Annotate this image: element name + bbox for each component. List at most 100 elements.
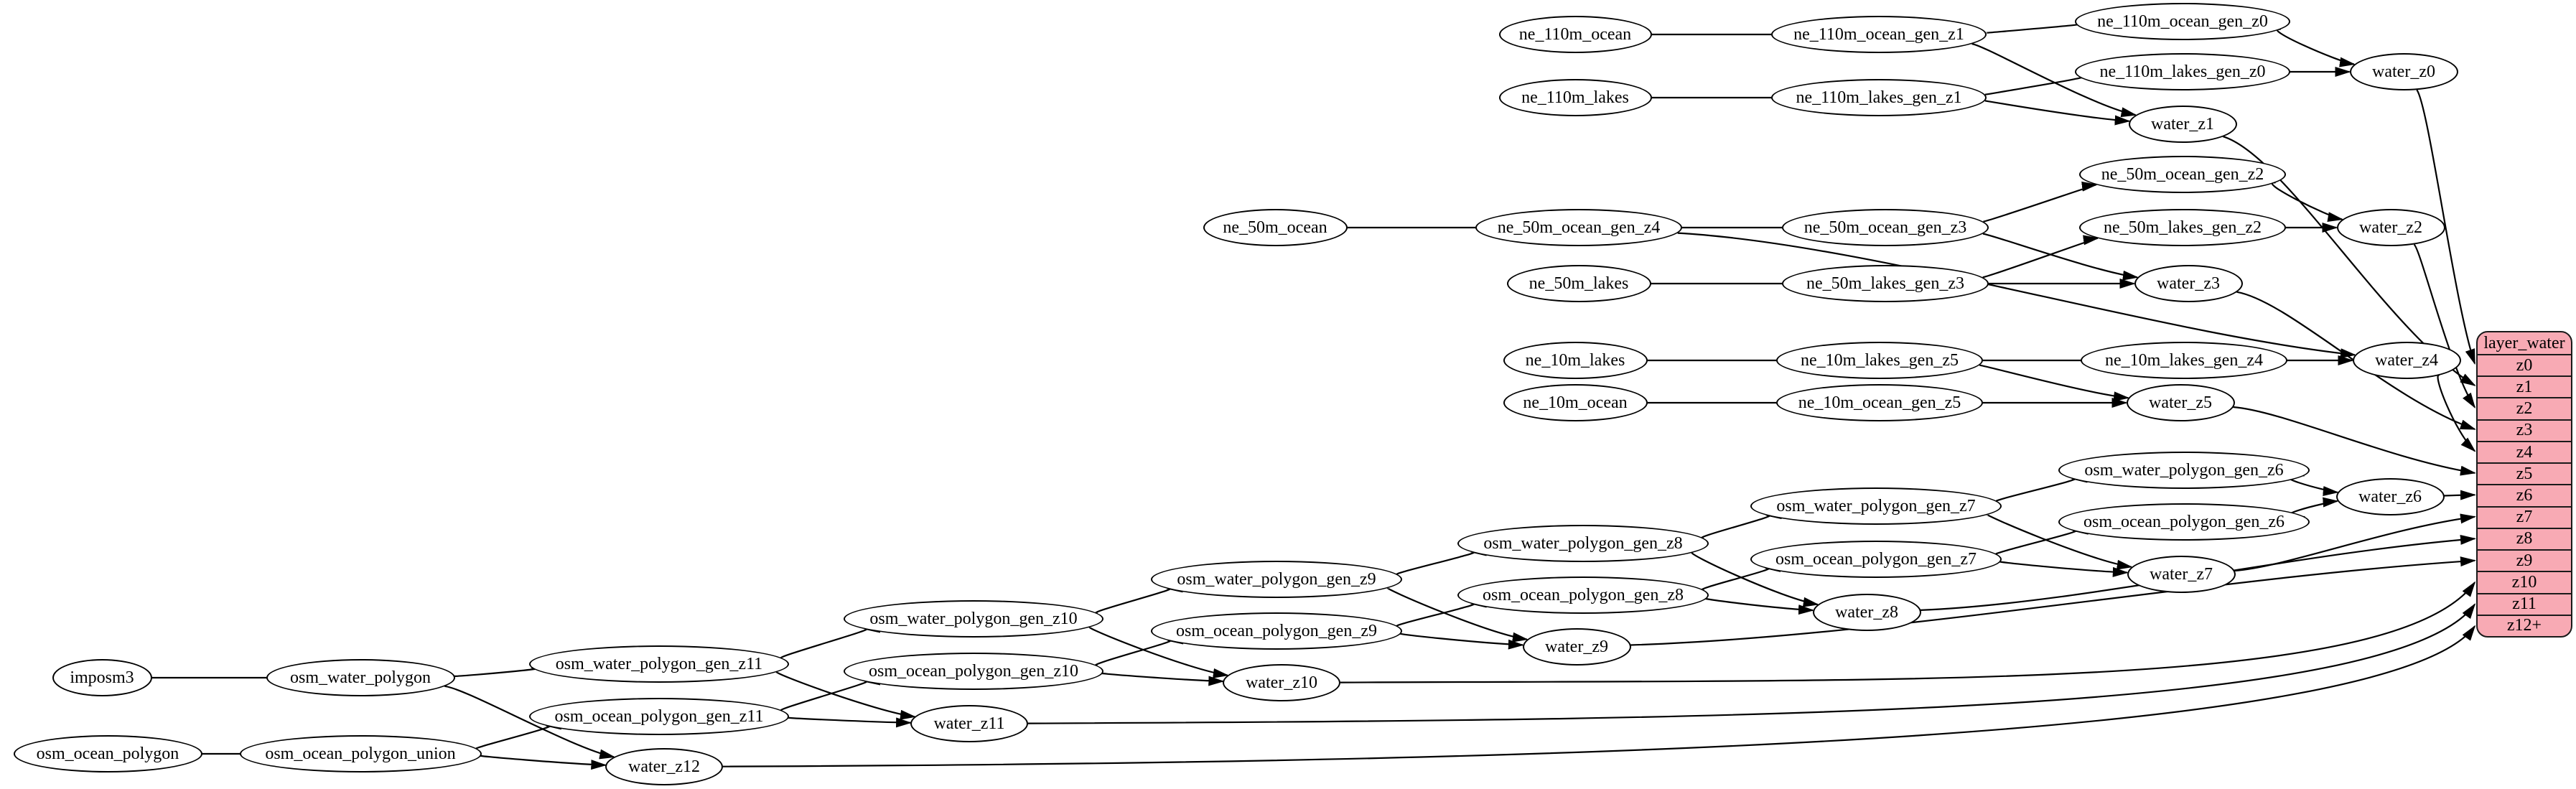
- graph-node-osm_water_polygon_gen_z11: osm_water_polygon_gen_z11: [529, 645, 789, 683]
- edge-osm_water_polygon_gen_z9-to-osm_water_polygon_gen_z8: [1396, 546, 1487, 576]
- graph-node-water_z12: water_z12: [605, 748, 723, 785]
- edge-osm_water_polygon_gen_z7-to-osm_water_polygon_gen_z6: [1995, 472, 2088, 503]
- edge-osm_ocean_polygon_gen_z7-to-osm_ocean_polygon_gen_z6: [1994, 524, 2089, 556]
- edge-ne_110m_ocean_gen_z1-to-water_z1: [1971, 43, 2137, 118]
- graph-node-ne_10m_ocean_gen_z5: ne_10m_ocean_gen_z5: [1776, 384, 1983, 421]
- edge-ne_50m_ocean_gen_z3-to-water_z3: [1982, 233, 2139, 281]
- graph-node-ne_50m_lakes: ne_50m_lakes: [1506, 265, 1651, 302]
- graph-node-osm_water_polygon_gen_z8: osm_water_polygon_gen_z8: [1457, 525, 1709, 562]
- graph-node-ne_110m_lakes_gen_z1: ne_110m_lakes_gen_z1: [1771, 79, 1987, 116]
- graph-node-osm_water_polygon_gen_z6: osm_water_polygon_gen_z6: [2058, 452, 2310, 489]
- graph-node-water_z6: water_z6: [2335, 478, 2445, 515]
- graph-node-osm_ocean_polygon_gen_z7: osm_ocean_polygon_gen_z7: [1750, 541, 2002, 578]
- graph-node-water_z3: water_z3: [2134, 265, 2243, 302]
- edge-water_z12-to-layer_water-z12+: [722, 625, 2476, 767]
- graph-node-osm_water_polygon: osm_water_polygon: [266, 659, 455, 696]
- graph-node-osm_ocean_polygon_gen_z9: osm_ocean_polygon_gen_z9: [1151, 612, 1402, 650]
- edge-water_z3-to-layer_water-z3: [2236, 291, 2476, 430]
- edge-ne_110m_lakes_gen_z1-to-water_z1: [1984, 100, 2131, 126]
- graph-node-imposm3: imposm3: [52, 659, 152, 696]
- graph-node-water_z8: water_z8: [1812, 594, 1921, 631]
- graph-node-osm_water_polygon_gen_z9: osm_water_polygon_gen_z9: [1151, 561, 1402, 598]
- edge-osm_water_polygon-to-osm_water_polygon_gen_z11: [454, 662, 547, 677]
- edge-osm_water_polygon_gen_z10-to-osm_water_polygon_gen_z9: [1094, 582, 1183, 615]
- edge-water_z0-to-layer_water-z0: [2416, 89, 2476, 365]
- graph-node-osm_ocean_polygon_gen_z11: osm_ocean_polygon_gen_z11: [529, 698, 789, 735]
- table-row-z8: z8: [2478, 527, 2571, 549]
- graph-node-ne_110m_ocean: ne_110m_ocean: [1498, 16, 1652, 53]
- edge-osm_ocean_polygon_gen_z9-to-osm_ocean_polygon_gen_z8: [1396, 597, 1487, 627]
- graph-node-ne_110m_lakes: ne_110m_lakes: [1498, 79, 1652, 116]
- table-row-z0: z0: [2478, 354, 2571, 375]
- table-row-z2: z2: [2478, 397, 2571, 419]
- edge-osm_ocean_polygon_gen_z11-to-osm_ocean_polygon_gen_z10: [780, 675, 881, 711]
- edge-ne_110m_ocean_gen_z1-to-ne_110m_ocean_gen_z0: [1985, 19, 2091, 34]
- graph-node-water_z0: water_z0: [2349, 53, 2458, 90]
- edge-ne_50m_lakes_gen_z3-to-ne_50m_lakes_gen_z2: [1982, 235, 2099, 279]
- edge-ne_50m_ocean_gen_z4-to-water_z4: [1677, 232, 2356, 359]
- graph-node-water_z7: water_z7: [2127, 556, 2236, 593]
- edge-osm_ocean_polygon_gen_z7-to-water_z7: [1998, 560, 2129, 577]
- edge-osm_water_polygon_gen_z7-to-water_z7: [1987, 513, 2133, 570]
- edge-osm_water_polygon-to-water_z12: [444, 685, 616, 760]
- graph-node-water_z2: water_z2: [2336, 209, 2445, 246]
- edge-ne_110m_lakes_gen_z1-to-ne_110m_lakes_gen_z0: [1984, 71, 2095, 95]
- table-row-z10: z10: [2478, 571, 2571, 592]
- graph-node-ne_110m_ocean_gen_z0: ne_110m_ocean_gen_z0: [2075, 3, 2290, 40]
- edge-osm_water_polygon_gen_z11-to-osm_water_polygon_gen_z10: [780, 622, 881, 659]
- graph-node-osm_ocean_polygon_gen_z8: osm_ocean_polygon_gen_z8: [1457, 576, 1709, 614]
- edge-water_z2-to-layer_water-z2: [2413, 243, 2476, 408]
- edge-osm_water_polygon_gen_z8-to-osm_water_polygon_gen_z7: [1700, 509, 1782, 539]
- edge-ne_110m_ocean_gen_z0-to-water_z0: [2277, 28, 2356, 67]
- graph-node-ne_50m_lakes_gen_z3: ne_50m_lakes_gen_z3: [1782, 265, 1989, 302]
- edge-osm_water_polygon_gen_z10-to-water_z10: [1088, 626, 1229, 678]
- edge-osm_ocean_polygon_gen_z11-to-water_z11: [785, 716, 913, 728]
- edge-water_z11-to-layer_water-z11: [1027, 603, 2476, 724]
- graph-node-osm_ocean_polygon_gen_z6: osm_ocean_polygon_gen_z6: [2058, 503, 2310, 541]
- edge-ne_10m_lakes_gen_z5-to-water_z5: [1979, 364, 2130, 402]
- edge-water_z7-to-layer_water-z7: [2234, 513, 2476, 572]
- graph-node-osm_ocean_polygon_union: osm_ocean_polygon_union: [239, 735, 482, 772]
- graph-node-water_z11: water_z11: [910, 705, 1028, 742]
- edge-water_z4-to-layer_water-z4: [2437, 374, 2476, 452]
- table-row-z11: z11: [2478, 592, 2571, 615]
- graph-node-osm_ocean_polygon: osm_ocean_polygon: [13, 735, 202, 772]
- edge-osm_ocean_polygon_union-to-osm_ocean_polygon_gen_z11: [475, 719, 561, 750]
- graph-node-osm_water_polygon_gen_z10: osm_water_polygon_gen_z10: [844, 600, 1103, 638]
- graph-node-ne_110m_lakes_gen_z0: ne_110m_lakes_gen_z0: [2075, 53, 2290, 90]
- edge-osm_water_polygon_gen_z9-to-water_z9: [1387, 587, 1529, 643]
- graph-node-water_z5: water_z5: [2126, 384, 2235, 421]
- edge-osm_ocean_polygon_gen_z10-to-water_z10: [1099, 672, 1225, 686]
- edge-osm_ocean_polygon_gen_z9-to-water_z9: [1398, 632, 1524, 650]
- table-row-z3: z3: [2478, 419, 2571, 441]
- graph-node-ne_10m_lakes: ne_10m_lakes: [1503, 342, 1648, 379]
- edge-ne_50m_ocean_gen_z3-to-ne_50m_ocean_gen_z2: [1983, 181, 2098, 223]
- edge-ne_50m_ocean_gen_z2-to-water_z2: [2271, 182, 2344, 222]
- graph-node-osm_ocean_polygon_gen_z10: osm_ocean_polygon_gen_z10: [844, 653, 1103, 690]
- graph-node-water_z4: water_z4: [2352, 342, 2461, 379]
- table-row-z6: z6: [2478, 484, 2571, 505]
- table-header: layer_water: [2483, 333, 2565, 353]
- graph-node-ne_50m_ocean: ne_50m_ocean: [1203, 209, 1348, 246]
- table-row-z5: z5: [2478, 462, 2571, 484]
- edge-water_z10-to-layer_water-z10: [1340, 581, 2476, 683]
- graph-node-water_z1: water_z1: [2128, 106, 2237, 143]
- graph-node-ne_50m_ocean_gen_z4: ne_50m_ocean_gen_z4: [1475, 209, 1682, 246]
- graph-node-osm_water_polygon_gen_z7: osm_water_polygon_gen_z7: [1750, 487, 2002, 525]
- edge-osm_ocean_polygon_union-to-water_z12: [478, 755, 607, 770]
- table-row-z4: z4: [2478, 440, 2571, 462]
- table-row-z1: z1: [2478, 375, 2571, 397]
- graph-node-ne_50m_lakes_gen_z2: ne_50m_lakes_gen_z2: [2079, 209, 2286, 246]
- graph-node-ne_10m_lakes_gen_z4: ne_10m_lakes_gen_z4: [2081, 342, 2287, 379]
- graph-node-water_z9: water_z9: [1522, 628, 1631, 666]
- table-row-z7: z7: [2478, 505, 2571, 528]
- edge-osm_water_polygon_gen_z11-to-water_z11: [775, 671, 916, 720]
- edge-water_z5-to-layer_water-z5: [2233, 406, 2476, 476]
- edge-water_z9-to-layer_water-z9: [1630, 556, 2476, 646]
- table-row-z12+: z12+: [2478, 614, 2571, 636]
- graph-node-ne_10m_ocean: ne_10m_ocean: [1503, 384, 1648, 421]
- table-row-z9: z9: [2478, 549, 2571, 571]
